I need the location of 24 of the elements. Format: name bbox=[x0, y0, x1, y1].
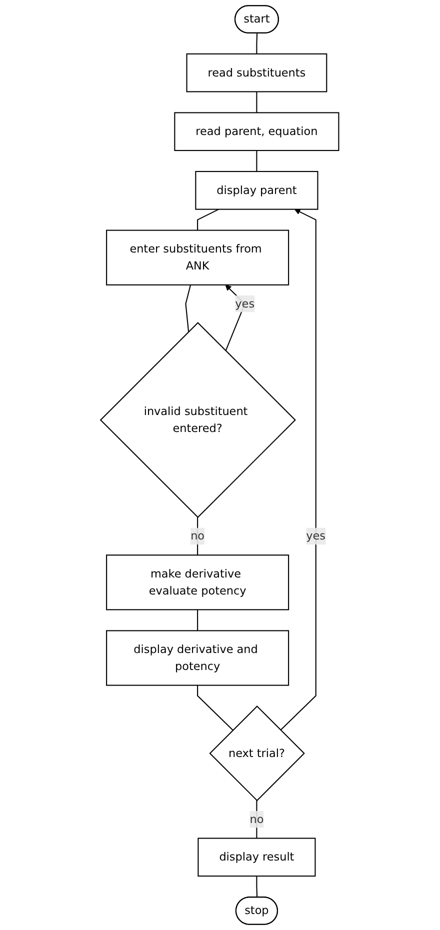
node-box: display parent bbox=[196, 170, 319, 210]
node-diamond: next trial? bbox=[210, 706, 306, 802]
connector bbox=[256, 800, 258, 838]
edge-label: yes bbox=[306, 529, 326, 542]
edge-label: no bbox=[250, 812, 264, 826]
node-box: display result bbox=[198, 838, 316, 877]
connector bbox=[256, 150, 258, 172]
connector bbox=[197, 517, 198, 556]
node-box: read parent, equation bbox=[174, 112, 340, 152]
connector bbox=[256, 876, 258, 898]
edge-label: no bbox=[190, 529, 205, 542]
edge-label: yes bbox=[236, 296, 255, 310]
node-diamond: invalid substituent entered? bbox=[100, 322, 296, 518]
connector bbox=[186, 284, 192, 332]
connector bbox=[256, 92, 258, 113]
connector bbox=[197, 208, 220, 230]
connector bbox=[256, 33, 258, 54]
node-box: enter substituents from ANK bbox=[106, 230, 290, 286]
connector bbox=[197, 685, 234, 731]
connector bbox=[197, 610, 198, 631]
node-box: read substituents bbox=[186, 53, 328, 92]
node-box: make derivative evaluate potency bbox=[106, 554, 290, 610]
arrow bbox=[280, 209, 317, 731]
node-box: display derivative and potency bbox=[106, 630, 290, 686]
